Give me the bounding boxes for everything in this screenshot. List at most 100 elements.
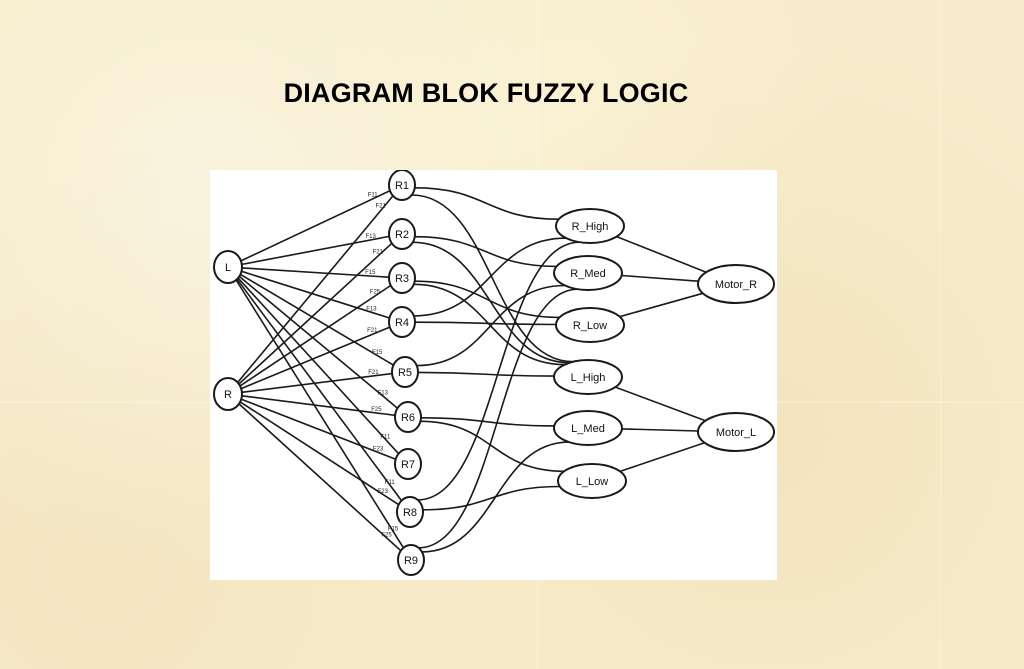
edge-l-to-r2 xyxy=(241,235,390,266)
edge-label-r-to-r5: F21 xyxy=(368,370,379,376)
edge-label-l-to-r6: F13 xyxy=(378,391,389,397)
node-r9: R9 xyxy=(397,544,425,576)
node-label-r: R xyxy=(224,389,232,401)
edge-l-to-r8 xyxy=(236,278,403,502)
node-shape-l-low xyxy=(557,463,627,499)
node-shape-r8 xyxy=(396,496,424,528)
node-label-r4: R4 xyxy=(395,317,409,329)
edge-l-low-to-motor-l xyxy=(619,441,705,473)
edge-label-r-to-r2: F21 xyxy=(373,250,384,256)
edge-label-l-to-r4: F13 xyxy=(366,307,377,313)
node-label-r7: R7 xyxy=(401,459,415,471)
edge-l-to-r6 xyxy=(238,275,399,409)
node-label-l-high: L_High xyxy=(571,372,606,384)
edge-r-to-r1 xyxy=(237,195,394,383)
edge-r-high-to-motor-r xyxy=(616,235,707,273)
node-label-r1: R1 xyxy=(395,180,409,192)
node-shape-r-high xyxy=(555,208,625,244)
node-shape-l-high xyxy=(553,359,623,395)
edge-label-l-to-r3: F15 xyxy=(365,270,376,276)
edge-l-to-r3 xyxy=(241,267,390,278)
edge-label-l-to-r9: F15 xyxy=(388,527,399,533)
node-r-low: R_Low xyxy=(555,307,625,343)
edge-label-l-to-r7: F11 xyxy=(380,434,391,440)
edge-r9-to-l-med xyxy=(421,441,570,553)
node-label-r-low: R_Low xyxy=(573,320,607,332)
node-label-r-high: R_High xyxy=(572,221,609,233)
edge-r8-to-l-low xyxy=(422,485,560,511)
diagram-canvas: F11F13F15F13F15F13F11F11F15F21F21F25F21F… xyxy=(213,170,775,576)
node-shape-r4 xyxy=(388,306,416,338)
edge-r-to-r4 xyxy=(240,326,391,390)
edge-r4-to-r-low xyxy=(414,321,557,326)
edge-r2-to-l-high xyxy=(412,241,570,364)
node-label-r8: R8 xyxy=(403,507,417,519)
node-shape-r5 xyxy=(391,356,419,388)
edge-r6-to-l-low xyxy=(420,420,565,473)
node-label-motor-l: Motor_L xyxy=(716,427,756,439)
edge-l-to-r9 xyxy=(235,279,405,549)
edge-label-r-to-r7: F23 xyxy=(373,447,384,453)
node-shape-l xyxy=(213,250,243,284)
node-shape-r-low xyxy=(555,307,625,343)
node-layer: LRR1R2R3R4R5R6R7R8R9R_HighR_MedR_LowL_Hi… xyxy=(213,170,775,576)
edge-label-l-to-r2: F13 xyxy=(366,234,377,240)
node-shape-r2 xyxy=(388,218,416,250)
edge-r6-to-l-med xyxy=(420,417,555,427)
node-r6: R6 xyxy=(394,401,422,433)
edge-r-to-r6 xyxy=(241,395,396,417)
edge-label-r-to-r9: F25 xyxy=(381,533,392,539)
edge-r5-to-r-med xyxy=(416,284,565,367)
node-label-l-med: L_Med xyxy=(571,423,605,435)
edge-label-l-to-r1: F11 xyxy=(368,192,379,198)
node-l-med: L_Med xyxy=(553,410,623,446)
node-r-high: R_High xyxy=(555,208,625,244)
node-l-low: L_Low xyxy=(557,463,627,499)
node-r7: R7 xyxy=(394,448,422,480)
edge-l-med-to-motor-l xyxy=(621,428,699,432)
node-shape-r3 xyxy=(388,262,416,294)
node-label-motor-r: Motor_R xyxy=(715,279,757,291)
edge-r9-to-r-med xyxy=(418,288,579,549)
node-shape-motor-l xyxy=(697,412,775,452)
edge-r3-to-r-low xyxy=(414,280,560,319)
node-shape-r xyxy=(213,377,243,411)
edge-label-r-to-r6: F25 xyxy=(371,407,382,413)
node-r: R xyxy=(213,377,243,411)
node-label-l: L xyxy=(225,262,231,274)
node-shape-r-med xyxy=(553,255,623,291)
node-l-high: L_High xyxy=(553,359,623,395)
edge-r3-to-l-high xyxy=(413,283,565,366)
node-shape-r7 xyxy=(394,448,422,480)
node-r4: R4 xyxy=(388,306,416,338)
edge-layer: F11F13F15F13F15F13F11F11F15F21F21F25F21F… xyxy=(235,187,707,553)
node-shape-r1 xyxy=(388,170,416,201)
node-label-r2: R2 xyxy=(395,229,409,241)
edge-l-to-r7 xyxy=(237,277,400,455)
node-r1: R1 xyxy=(388,170,416,201)
edge-label-r-to-r3: F25 xyxy=(370,290,381,296)
edge-r-med-to-motor-r xyxy=(621,274,699,282)
edge-l-to-r5 xyxy=(239,273,394,366)
edge-label-r-to-r4: F21 xyxy=(367,328,378,334)
node-r-med: R_Med xyxy=(553,255,623,291)
node-label-r5: R5 xyxy=(398,367,412,379)
edge-r-to-r2 xyxy=(238,242,393,385)
node-motor-r: Motor_R xyxy=(697,264,775,304)
edge-r-low-to-motor-r xyxy=(619,292,704,318)
edge-label-r-to-r8: F23 xyxy=(378,489,389,495)
edge-label-l-to-r8: F11 xyxy=(385,480,396,486)
node-label-r9: R9 xyxy=(404,555,418,567)
edge-r-to-r8 xyxy=(239,401,400,506)
edge-r1-to-l-high xyxy=(411,194,574,363)
edge-r2-to-r-med xyxy=(414,235,557,268)
edge-r5-to-l-high xyxy=(417,371,555,377)
node-label-r-med: R_Med xyxy=(570,268,605,280)
node-shape-motor-r xyxy=(697,264,775,304)
edge-label-r-to-r1: F21 xyxy=(376,204,387,210)
node-shape-r6 xyxy=(394,401,422,433)
node-shape-l-med xyxy=(553,410,623,446)
node-label-r6: R6 xyxy=(401,412,415,424)
edge-r-to-r5 xyxy=(241,372,393,394)
